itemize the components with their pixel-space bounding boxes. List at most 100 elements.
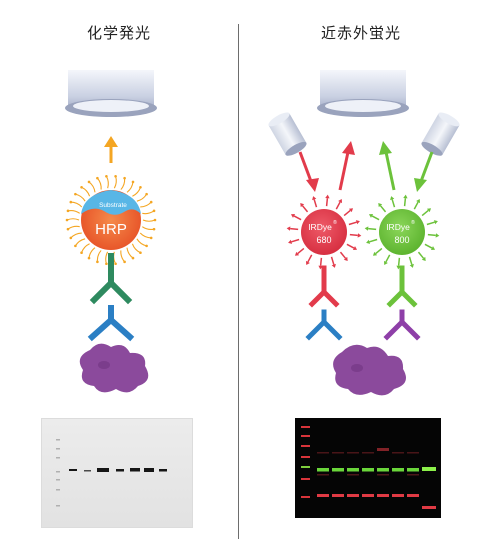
- emission-arrow-800: [379, 141, 396, 191]
- emission-ray: [75, 193, 86, 202]
- emission-ray: [379, 205, 387, 213]
- laser-800: [421, 112, 460, 156]
- hrp-enzyme: Substrate HRP: [81, 190, 141, 250]
- emission-ray-arrowhead: [343, 256, 348, 262]
- emission-ray: [385, 254, 391, 263]
- emission-ray: [66, 218, 80, 221]
- primary-antibody-blue: [305, 309, 343, 341]
- target-protein: [333, 344, 406, 396]
- primary-antibody: [87, 305, 135, 342]
- emission-ray: [397, 257, 401, 266]
- emission-ray: [375, 247, 383, 255]
- emission-ray-tip: [123, 176, 126, 180]
- emission-ray-tip: [87, 180, 91, 184]
- emission-ray: [349, 233, 358, 237]
- emission-ray-tip: [153, 218, 157, 222]
- emission-ray-tip: [139, 251, 142, 254]
- emission-ray-tip: [123, 260, 126, 264]
- emission-ray-arrowhead: [372, 251, 378, 256]
- irdye-680: IRDye ® 680: [301, 209, 347, 255]
- emission-ray: [290, 227, 299, 231]
- emission-ray: [325, 198, 329, 207]
- emission-ray-tip: [152, 209, 156, 213]
- emission-ray-arrowhead: [366, 239, 371, 244]
- emission-ray: [136, 238, 147, 247]
- emission-ray-arrowhead: [294, 251, 300, 256]
- light-emission-arrow: [104, 136, 118, 163]
- nir-fluorescence-blot-image: [295, 418, 441, 518]
- emission-ray: [105, 251, 109, 264]
- hrp-label: HRP: [95, 221, 127, 238]
- nir-fluorescence-panel: 近赤外蛍光: [242, 0, 480, 555]
- emission-ray: [330, 256, 335, 265]
- emission-ray-arrowhead: [290, 213, 296, 218]
- emission-ray-arrowhead: [357, 233, 362, 238]
- emission-ray-arrowhead: [331, 263, 336, 268]
- emission-ray-arrowhead: [348, 208, 354, 213]
- emission-ray-tip: [152, 227, 156, 231]
- emission-ray-tip: [74, 244, 77, 248]
- emission-ray: [413, 201, 419, 210]
- emission-ray: [301, 205, 309, 213]
- emission-ray: [88, 181, 96, 193]
- emission-ray: [391, 199, 396, 208]
- emission-ray: [70, 232, 82, 239]
- emission-ray-arrowhead: [378, 202, 383, 208]
- emission-ray: [131, 243, 141, 254]
- emission-ray: [140, 201, 152, 208]
- secondary-antibody-680: [308, 265, 340, 308]
- emission-ray-tip: [87, 256, 91, 260]
- emission-ray: [105, 175, 109, 189]
- emission-ray: [74, 238, 86, 247]
- emission-ray-tip: [145, 192, 148, 196]
- panel-divider: [238, 24, 239, 539]
- emission-ray-tip: [149, 200, 153, 204]
- emission-ray-tip: [66, 227, 70, 231]
- emission-ray: [335, 201, 341, 210]
- chemiluminescence-title: 化学発光: [86, 24, 151, 42]
- emission-ray: [81, 243, 90, 253]
- substrate-label: Substrate: [99, 202, 127, 209]
- emission-ray: [132, 187, 141, 197]
- emission-ray: [291, 238, 300, 243]
- emission-ray-arrowhead: [338, 198, 343, 204]
- irdye-800-wavelength: 800: [394, 235, 409, 245]
- emission-ray-arrowhead: [355, 220, 360, 225]
- emission-ray: [139, 232, 152, 239]
- emission-arrow-680: [338, 141, 355, 191]
- emission-ray-tip: [105, 262, 108, 266]
- emission-ray-tip: [69, 236, 73, 240]
- emission-ray-tip: [131, 180, 135, 184]
- emission-ray-tip: [69, 200, 73, 204]
- laser-680: [268, 112, 307, 156]
- emission-ray: [96, 177, 102, 190]
- emission-ray-tip: [145, 244, 148, 248]
- nir-fluorescence-title: 近赤外蛍光: [320, 24, 401, 42]
- blot-bands: [56, 439, 167, 507]
- emission-ray-arrowhead: [383, 260, 388, 266]
- excitation-arrow-800: [414, 151, 434, 192]
- emission-ray: [403, 198, 407, 207]
- emission-ray-arrowhead: [421, 256, 426, 262]
- nir-blot-bands: [301, 426, 436, 509]
- irdye-800: IRDye ® 800: [379, 209, 425, 255]
- emission-ray-arrowhead: [426, 208, 432, 213]
- emission-ray: [70, 201, 83, 208]
- emission-ray: [142, 210, 155, 215]
- emission-ray: [343, 209, 351, 217]
- emission-ray-arrowhead: [435, 233, 440, 238]
- emission-ray-tip: [66, 209, 70, 213]
- emission-ray-tip: [114, 262, 117, 266]
- emission-ray-arrowhead: [305, 260, 310, 266]
- excitation-arrow-680: [298, 151, 319, 192]
- emission-ray-tip: [105, 174, 108, 178]
- irdye-680-name: IRDye: [308, 222, 332, 232]
- emission-ray: [348, 221, 357, 226]
- chemiluminescence-diagram: Substrate HRP: [65, 70, 157, 393]
- primary-antibody-purple: [383, 309, 421, 341]
- emission-ray: [88, 247, 96, 259]
- emission-ray: [67, 210, 81, 214]
- emission-ray-tip: [80, 186, 83, 189]
- secondary-antibody-800: [386, 265, 418, 308]
- emission-ray: [421, 209, 429, 217]
